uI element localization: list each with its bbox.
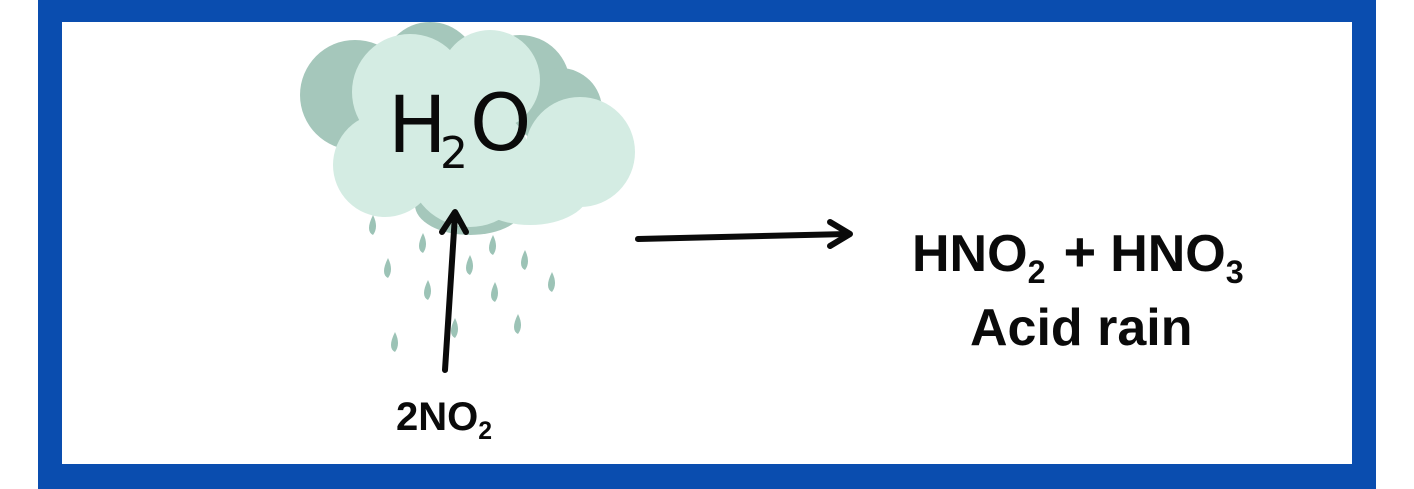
product-1-sub: 2: [1027, 254, 1046, 291]
raindrop: [369, 215, 376, 235]
product-2-base: HNO: [1110, 225, 1226, 283]
raindrop: [548, 272, 555, 292]
product-2-sub: 3: [1225, 254, 1244, 291]
rain-cloud-icon: [300, 22, 635, 235]
result-label: Acid rain: [970, 299, 1193, 357]
plus-sign: +: [1063, 220, 1097, 283]
cloud-label: H 2 O: [388, 79, 531, 179]
arrow-right-icon: [635, 219, 853, 249]
reactant-prefix: 2NO: [396, 395, 479, 439]
raindrops: [369, 215, 555, 352]
raindrop: [521, 250, 528, 270]
reactant-label: 2NO2: [396, 395, 492, 444]
product-2: HNO3: [1110, 225, 1244, 288]
raindrop: [391, 332, 398, 352]
raindrop: [384, 258, 391, 278]
product-equation: HNO2+HNO3: [912, 224, 1244, 289]
raindrop: [491, 282, 498, 302]
raindrop: [419, 233, 426, 253]
raindrop: [451, 318, 458, 338]
product-1: HNO2: [912, 225, 1046, 288]
cloud-label-base: H: [388, 81, 447, 171]
cloud-label-tail: O: [470, 79, 531, 169]
reactant-sub: 2: [478, 418, 493, 446]
cloud-label-sub: 2: [440, 128, 468, 179]
diagram-panel: [62, 22, 1352, 464]
arrow-up-icon: [439, 209, 469, 373]
raindrop: [489, 235, 496, 255]
raindrop: [424, 280, 431, 300]
raindrop: [514, 314, 521, 334]
product-1-base: HNO: [912, 225, 1028, 283]
raindrop: [466, 255, 473, 275]
